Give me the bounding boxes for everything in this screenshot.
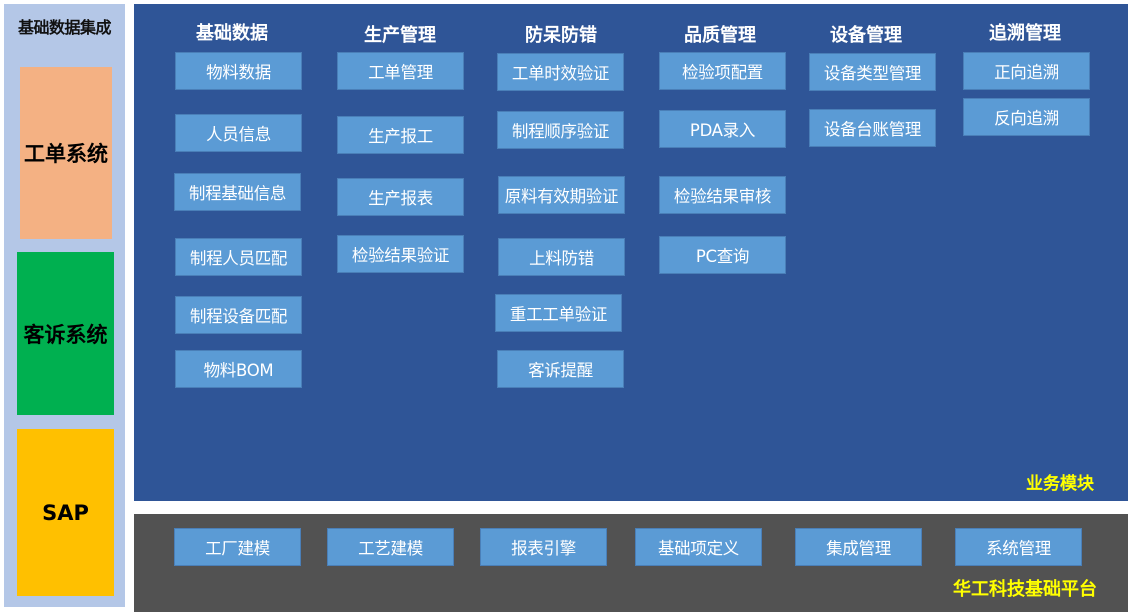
module-button[interactable]: 制程基础信息 — [174, 173, 301, 211]
module-button[interactable]: PC查询 — [659, 236, 786, 274]
platform-button[interactable]: 基础项定义 — [635, 528, 762, 566]
system-customer-complaint[interactable]: 客诉系统 — [17, 252, 114, 415]
column-header-traceability: 追溯管理 — [989, 23, 1061, 44]
module-button[interactable]: 制程顺序验证 — [497, 111, 624, 149]
platform-label: 华工科技基础平台 — [953, 579, 1097, 600]
module-button[interactable]: 检验项配置 — [659, 52, 786, 90]
platform-button[interactable]: 系统管理 — [955, 528, 1082, 566]
column-header-basic-data: 基础数据 — [196, 23, 268, 44]
sidebar-title: 基础数据集成 — [17, 18, 112, 37]
module-button[interactable]: 生产报工 — [337, 116, 464, 154]
module-button[interactable]: 检验结果审核 — [659, 176, 786, 214]
column-header-equipment: 设备管理 — [830, 25, 902, 46]
module-button[interactable]: 原料有效期验证 — [498, 176, 625, 214]
column-header-production: 生产管理 — [364, 25, 436, 46]
system-work-order[interactable]: 工单系统 — [20, 67, 112, 239]
module-button[interactable]: 物料BOM — [175, 350, 302, 388]
column-header-error-proofing: 防呆防错 — [525, 25, 597, 46]
module-button[interactable]: 重工工单验证 — [495, 294, 622, 332]
module-button[interactable]: 设备类型管理 — [809, 53, 936, 91]
module-button[interactable]: 工单管理 — [337, 52, 464, 90]
module-button[interactable]: 上料防错 — [498, 238, 625, 276]
platform-button[interactable]: 工艺建模 — [327, 528, 454, 566]
module-button[interactable]: 物料数据 — [175, 52, 302, 90]
module-button[interactable]: PDA录入 — [659, 110, 786, 148]
system-sap[interactable]: SAP — [17, 429, 114, 596]
module-button[interactable]: 检验结果验证 — [337, 235, 464, 273]
column-header-quality: 品质管理 — [684, 25, 756, 46]
platform-button[interactable]: 集成管理 — [795, 528, 922, 566]
module-button[interactable]: 人员信息 — [175, 114, 302, 152]
module-button[interactable]: 反向追溯 — [963, 98, 1090, 136]
platform-button[interactable]: 工厂建模 — [174, 528, 301, 566]
platform-button[interactable]: 报表引擎 — [480, 528, 607, 566]
business-module-label: 业务模块 — [1026, 474, 1094, 494]
module-button[interactable]: 生产报表 — [337, 178, 464, 216]
module-button[interactable]: 客诉提醒 — [497, 350, 624, 388]
module-button[interactable]: 设备台账管理 — [809, 109, 936, 147]
module-button[interactable]: 制程人员匹配 — [175, 238, 302, 276]
module-button[interactable]: 制程设备匹配 — [175, 296, 302, 334]
module-button[interactable]: 工单时效验证 — [497, 53, 624, 91]
module-button[interactable]: 正向追溯 — [963, 52, 1090, 90]
